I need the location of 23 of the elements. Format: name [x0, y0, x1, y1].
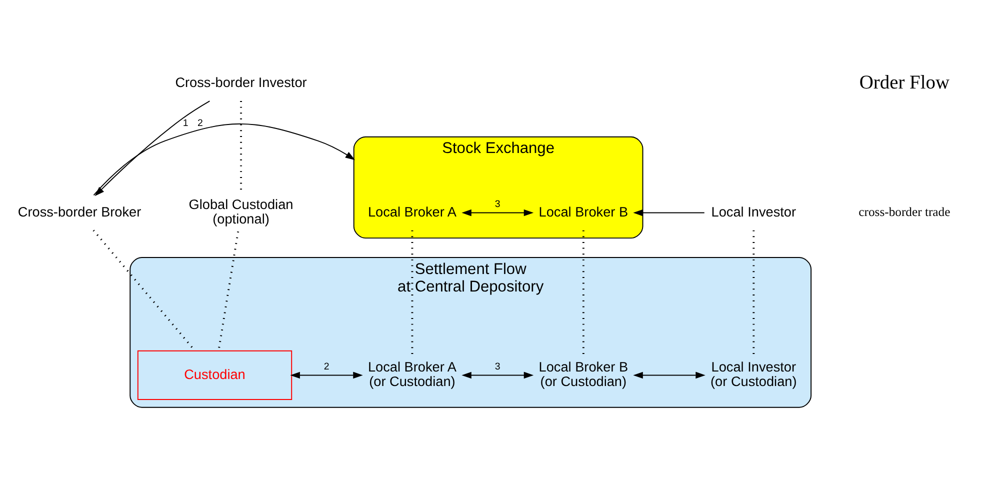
arrow — [633, 209, 705, 216]
node-text: Local Broker A (or Custodian) — [368, 360, 456, 390]
node-box: Custodian — [137, 350, 292, 400]
node-text: Cross-border Broker — [18, 204, 142, 220]
node-text: Local Broker B (or Custodian) — [538, 360, 628, 390]
node-text: Local Investor (or Custodian) — [710, 360, 797, 390]
node-text: Cross-border Investor — [175, 75, 307, 90]
label: Order Flow — [859, 72, 950, 94]
node-text: Local Broker B — [538, 204, 628, 220]
node-text: Local Investor — [711, 204, 796, 220]
arrow — [462, 372, 534, 379]
label: cross-border trade — [858, 205, 950, 220]
arrow — [462, 209, 534, 216]
edge-label: 2 — [197, 118, 203, 130]
connector — [218, 231, 240, 351]
arrow — [290, 372, 363, 379]
edge-label: 2 — [324, 361, 330, 372]
node-text: Global Custodian (optional) — [188, 197, 294, 227]
edge-label: 3 — [494, 361, 500, 372]
edge-label: 1 — [182, 118, 188, 130]
node-text: Local Broker A — [368, 204, 456, 220]
edge-label: 3 — [494, 198, 500, 210]
arrow — [633, 372, 706, 379]
